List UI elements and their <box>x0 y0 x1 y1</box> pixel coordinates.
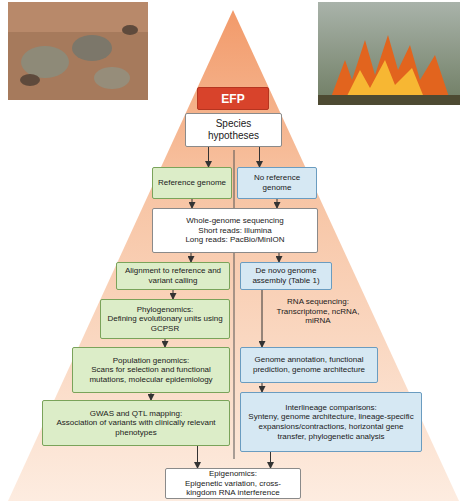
box-text: Phylogenomics: <box>137 305 193 315</box>
flow-arrow <box>192 199 193 208</box>
process-box: De novo genome assembly (Table 1) <box>240 262 332 290</box>
box-text: De novo genome assembly (Table 1) <box>245 266 327 285</box>
box-text: Whole-genome sequencing <box>186 216 283 226</box>
process-box: Genome annotation, functional prediction… <box>240 347 378 383</box>
box-text: Species hypotheses <box>190 118 277 142</box>
process-box: Population genomics:Scans for selection … <box>72 347 230 393</box>
process-box: No reference genome <box>237 167 317 199</box>
box-text: Epigenomics: <box>209 469 257 479</box>
flow-arrow <box>277 199 278 208</box>
flow-arrow <box>191 253 192 262</box>
box-text: No reference genome <box>242 173 312 192</box>
box-text: Association of variants with clinically … <box>47 418 225 437</box>
flow-arrow <box>173 290 174 299</box>
process-box: Phylogenomics:Defining evolutionary unit… <box>100 299 230 339</box>
process-box: Whole-genome sequencingShort reads: Illu… <box>152 208 318 253</box>
box-text: Synteny, genome architecture, lineage-sp… <box>245 412 417 441</box>
fire-photo <box>318 2 460 105</box>
box-text: Reference genome <box>158 178 226 188</box>
flow-arrow <box>262 290 263 347</box>
flow-arrow <box>151 393 152 400</box>
output-box: Epigenomics:Epigenetic variation, cross-… <box>165 468 301 499</box>
box-text: Alignment to reference and variant calli… <box>121 266 225 285</box>
note-text: RNA sequencing: Transcriptome, ncRNA, mi… <box>272 297 364 326</box>
process-box: Reference genome <box>152 167 232 199</box>
process-box: Alignment to reference and variant calli… <box>116 262 230 290</box>
box-text: Defining evolutionary units using GCPSR <box>105 314 225 333</box>
box-text: Short reads: Illumina <box>198 226 271 236</box>
box-text: Genome annotation, functional prediction… <box>245 355 373 374</box>
box-text: GWAS and QTL mapping: <box>90 409 182 419</box>
flow-arrow <box>208 147 209 167</box>
column-divider <box>234 150 235 459</box>
flow-arrow <box>197 446 198 468</box>
flow-arrow <box>259 147 260 167</box>
process-box: GWAS and QTL mapping:Association of vari… <box>42 400 230 446</box>
flow-arrow <box>270 452 271 468</box>
box-text: Population genomics: <box>113 356 190 366</box>
process-box: Interlineage comparisons:Synteny, genome… <box>240 392 422 452</box>
flow-arrow <box>165 339 166 347</box>
flow-arrow <box>279 253 280 262</box>
flow-arrow <box>262 383 263 392</box>
toad-photo <box>8 2 148 100</box>
box-text: Epigenetic variation, cross-kingdom RNA … <box>170 479 296 498</box>
hypothesis-box: Species hypotheses <box>185 113 282 147</box>
box-text: Long reads: PacBio/MinION <box>185 235 284 245</box>
box-text: Interlineage comparisons: <box>285 403 377 413</box>
box-text: Scans for selection and functional mutat… <box>77 365 225 384</box>
box-text: EFP <box>221 92 244 106</box>
root-box: EFP <box>197 87 269 110</box>
